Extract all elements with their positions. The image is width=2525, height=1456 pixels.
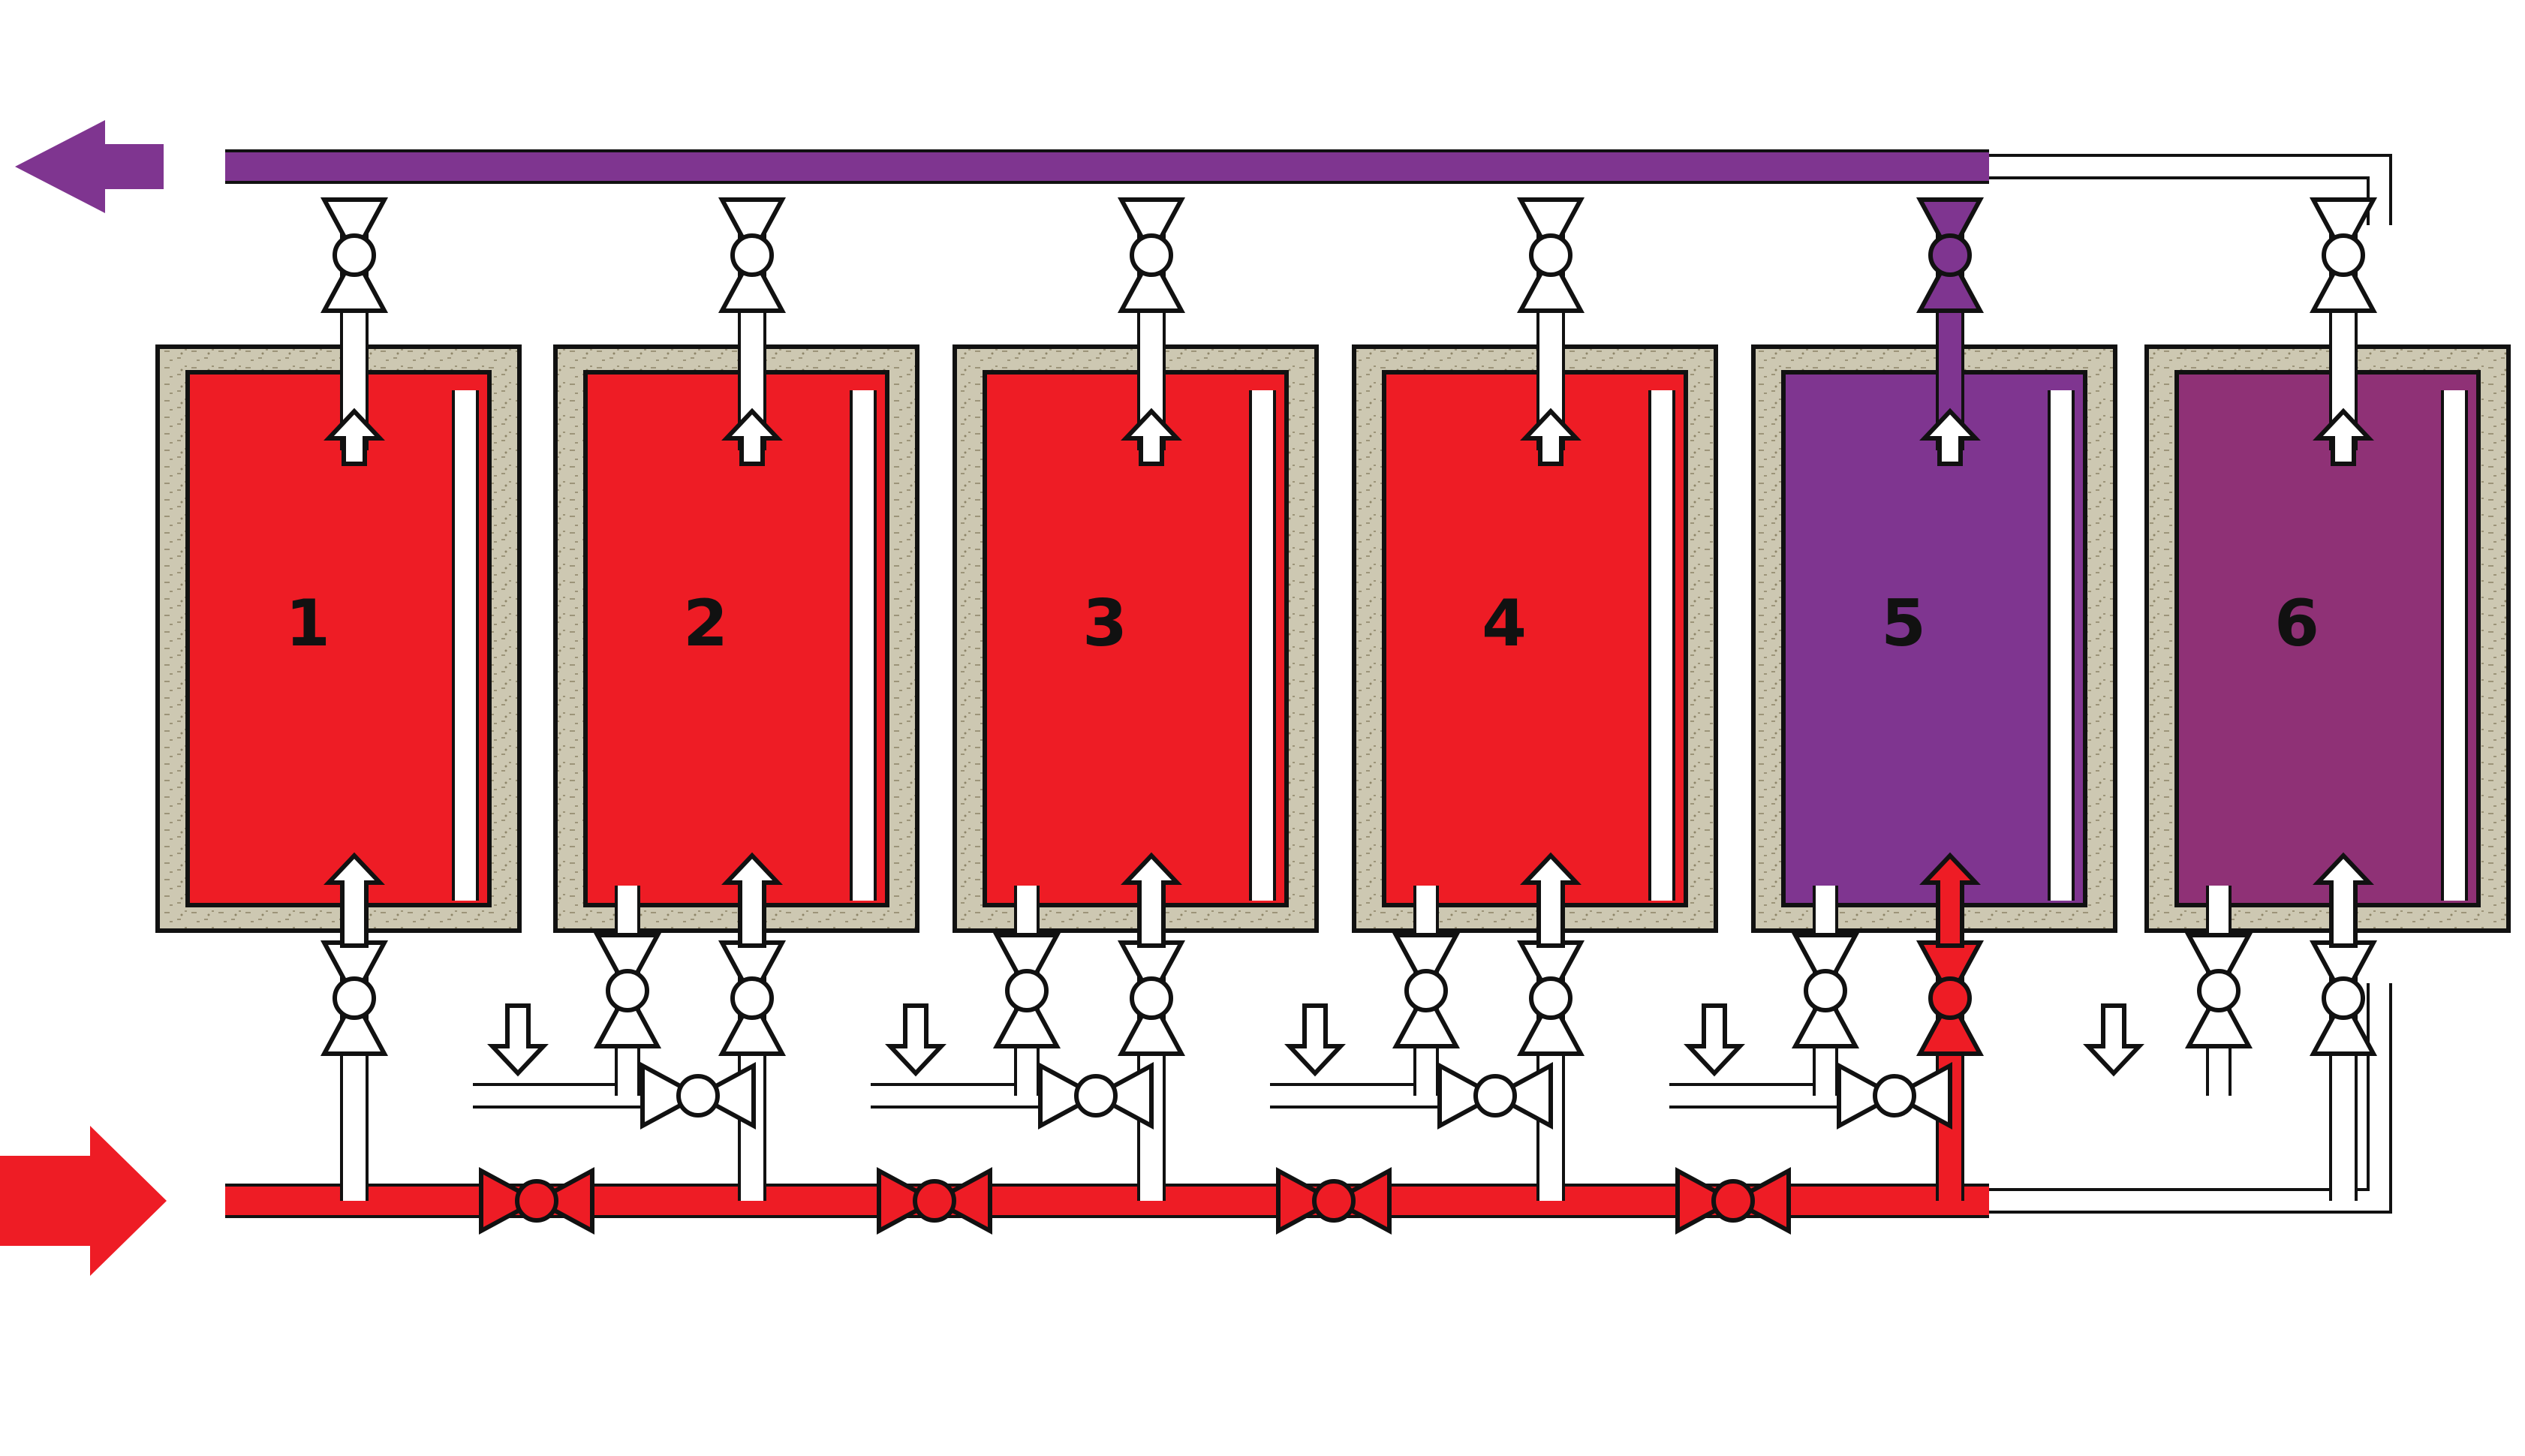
inflow-arrow [1919,852,1981,948]
top-valve-1 [320,197,389,313]
internal-flow-arrow [1520,408,1582,466]
internal-flow-arrow [721,408,783,466]
header-valve-1 [479,1166,594,1235]
valves [320,197,2378,1235]
tank-fluid [1382,370,1688,907]
internal-flow-arrow [324,408,385,466]
internal-flow-arrow [1121,408,1182,466]
inflow-arrow [721,852,783,948]
side-valve-4 [1392,933,1461,1048]
side-valve-2 [593,933,662,1048]
bottom-valve-2 [718,940,787,1056]
riser-down-arrow [2083,1003,2144,1077]
bottom-valve-5 [1916,940,1985,1056]
tank-label-5: 5 [1881,586,1926,661]
bottom-valve-4 [1516,940,1585,1056]
crossover-valve-4 [1837,1061,1952,1130]
bottom-valve-6 [2309,940,2378,1056]
header-valve-4 [1675,1166,1791,1235]
bottom-valve-3 [1117,940,1186,1056]
tank-fluid [2174,370,2481,907]
tank-fluid [1781,370,2087,907]
riser-down-arrow [1684,1003,1745,1077]
internal-flow-arrow [1919,408,1981,466]
top-valve-6 [2309,197,2378,313]
inlet-arrow [0,1126,167,1276]
crossover-valve-2 [1038,1061,1154,1130]
tank-labels: 1 2 3 4 5 6 [285,586,2319,661]
tank-label-1: 1 [285,586,330,661]
tank-fluid [185,370,492,907]
tank-fluid [583,370,889,907]
top-valve-4 [1516,197,1585,313]
top-valve-5 [1916,197,1985,313]
header-valve-2 [877,1166,992,1235]
tank-row [155,344,2511,933]
side-valve-6 [2184,933,2253,1048]
header-valve-3 [1276,1166,1392,1235]
inflow-arrow [1121,852,1182,948]
riser-down-arrow [885,1003,946,1077]
tank-label-4: 4 [1482,586,1527,661]
top-header-branch-6 [1989,154,2392,225]
tank-label-6: 6 [2274,586,2319,661]
inflow-arrow [2313,852,2374,948]
bottom-valve-1 [320,940,389,1056]
internal-flow-arrow [2313,408,2374,466]
top-valve-3 [1117,197,1186,313]
riser-down-arrow [1284,1003,1346,1077]
outlet-arrow [15,120,164,213]
riser-down-arrow [487,1003,549,1077]
bottom-header-branch-6 [1989,983,2392,1214]
tank-fluid [983,370,1289,907]
inflow-arrow [324,852,385,948]
tank-label-2: 2 [683,586,728,661]
inflow-arrow [1520,852,1582,948]
crossover-valve-1 [640,1061,756,1130]
side-valve-3 [992,933,1061,1048]
top-valve-2 [718,197,787,313]
side-valve-5 [1791,933,1860,1048]
crossover-valve-3 [1437,1061,1553,1130]
flow-arrows [0,120,2374,1276]
tank-label-3: 3 [1082,586,1127,661]
